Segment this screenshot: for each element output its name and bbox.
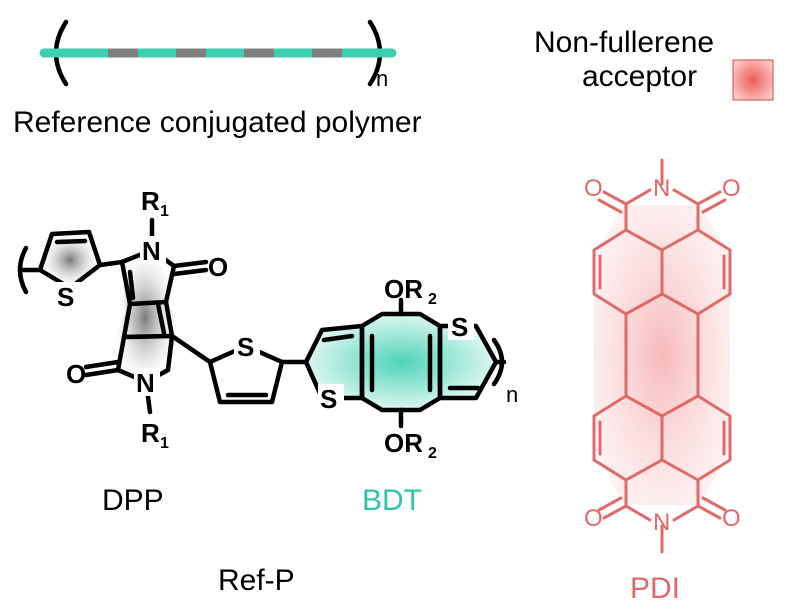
dpp-lower-r: R bbox=[141, 418, 160, 448]
ref-p-repeat-n: n bbox=[506, 382, 518, 407]
pdi-bottom-n: N bbox=[653, 509, 670, 536]
dpp-lower-o: O bbox=[66, 359, 86, 389]
nfa-color-swatch bbox=[732, 59, 774, 101]
pdi-bottom-left-o: O bbox=[584, 505, 603, 532]
pdi-label: PDI bbox=[630, 572, 680, 605]
dpp-upper-o: O bbox=[208, 252, 228, 282]
ref-p-molecule bbox=[17, 217, 507, 429]
pdi-atom-labels: N O O N O O bbox=[584, 175, 741, 536]
dpp-label: DPP bbox=[102, 484, 164, 517]
dpp-lower-r-sub: 1 bbox=[160, 435, 169, 452]
dpp-shading bbox=[112, 250, 178, 385]
bdt-top-or-sub: 2 bbox=[428, 291, 437, 308]
pdi-molecule bbox=[592, 158, 732, 554]
pdi-lower-right-ring bbox=[660, 394, 732, 482]
ref-p-right-bracket bbox=[491, 337, 505, 387]
dpp-upper-r: R bbox=[141, 186, 160, 216]
middle-thiophene-s: S bbox=[237, 332, 254, 362]
bdt-bottom-or-sub: 2 bbox=[428, 445, 437, 462]
pdi-top-left-o: O bbox=[584, 175, 603, 202]
ref-p-label: Ref-P bbox=[218, 564, 295, 597]
dpp-lower-n: N bbox=[136, 368, 155, 398]
nfa-legend: Non-fullerene acceptor bbox=[534, 26, 774, 101]
bdt-label: BDT bbox=[362, 484, 422, 517]
polymer-repeat-n: n bbox=[376, 66, 388, 91]
pdi-bottom-right-o: O bbox=[722, 505, 741, 532]
pdi-top-right-o: O bbox=[722, 175, 741, 202]
ref-p-atom-labels: S N O R 1 N O R 1 S S S OR 2 OR 2 n bbox=[53, 186, 518, 462]
dpp-upper-n: N bbox=[142, 236, 161, 266]
reference-polymer-schematic: n Reference conjugated polymer bbox=[13, 19, 422, 139]
bdt-top-or: OR bbox=[384, 274, 423, 304]
left-thiophene-s: S bbox=[57, 282, 74, 312]
nfa-label-line1: Non-fullerene bbox=[534, 26, 714, 59]
bdt-left-s: S bbox=[320, 384, 337, 414]
reference-polymer-label: Reference conjugated polymer bbox=[13, 106, 422, 139]
bdt-right-s: S bbox=[451, 312, 468, 342]
pdi-shading bbox=[594, 205, 730, 505]
dpp-upper-r-sub: 1 bbox=[160, 203, 169, 220]
pdi-top-n: N bbox=[653, 175, 670, 202]
bdt-bottom-or: OR bbox=[384, 428, 423, 458]
nfa-label-line2: acceptor bbox=[582, 60, 697, 93]
